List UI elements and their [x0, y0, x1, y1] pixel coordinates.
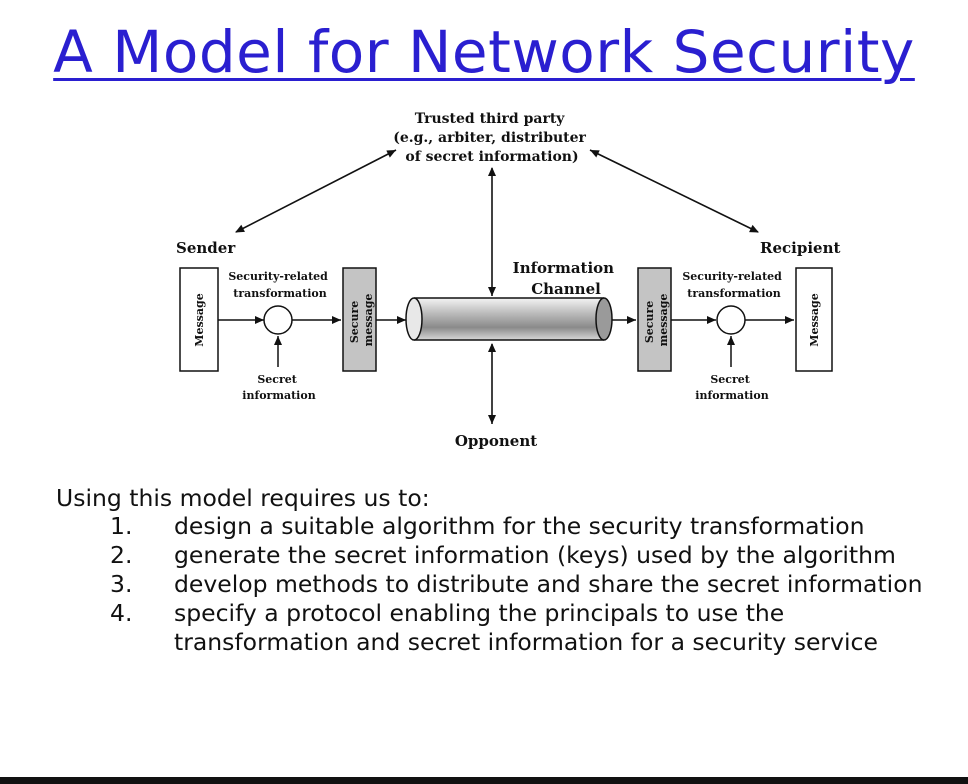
list-item-text: develop methods to distribute and share …: [174, 570, 923, 598]
list-item-number: 1.: [110, 512, 133, 540]
sender-secret-label-2: information: [242, 389, 315, 402]
recipient-transformation-label-2: transformation: [687, 287, 780, 300]
sender-label: Sender: [176, 239, 236, 257]
requirements-list: 1. design a suitable algorithm for the se…: [56, 512, 936, 657]
requirements-section: Using this model requires us to: 1. desig…: [56, 484, 936, 657]
information-channel-label-1: Information: [513, 259, 615, 277]
sender-secure-message-label-1: Secure: [348, 301, 361, 343]
svg-text:Secure message: Secure message: [348, 294, 375, 347]
trusted-party-label-1: Trusted third party: [415, 111, 566, 127]
opponent-label: Opponent: [455, 432, 537, 450]
recipient-transformation-label-1: Security-related: [682, 270, 782, 283]
recipient-secure-message-box: [637, 267, 672, 372]
svg-text:Secret information: Secret information: [695, 373, 768, 402]
recipient-secure-message-label-1: Secure: [643, 301, 656, 343]
recipient-message-box: [795, 267, 833, 372]
svg-text:Secret information: Secret information: [242, 373, 315, 402]
list-item-text: specify a protocol enabling the principa…: [174, 599, 878, 656]
list-item: 4. specify a protocol enabling the princi…: [56, 599, 936, 657]
network-security-model-diagram: Trusted third party (e.g., arbiter, dist…: [176, 111, 840, 450]
sender-transformation-circle: [263, 305, 293, 335]
sender-secure-message-label-2: message: [362, 294, 375, 347]
bottom-border: [0, 777, 968, 784]
list-item: 2. generate the secret information (keys)…: [56, 541, 936, 570]
sender-message-box: [179, 267, 219, 372]
svg-text:Security-related transform: Security-related transformation: [228, 270, 331, 300]
recipient-label: Recipient: [760, 239, 840, 257]
trusted-party-label-3: of secret information): [405, 149, 578, 165]
recipient-message-label: Message: [808, 293, 821, 346]
information-channel-pipe: [405, 297, 613, 341]
svg-text:Information Channel: Information Channel: [513, 259, 620, 298]
recipient-transformation-circle: [716, 305, 746, 335]
sender-trusted-arrow: [235, 149, 397, 233]
recipient-trusted-arrow: [589, 149, 759, 233]
list-item-number: 2.: [110, 541, 133, 569]
list-item-number: 3.: [110, 570, 133, 598]
list-item: 1. design a suitable algorithm for the se…: [56, 512, 936, 541]
sender-secret-label-1: Secret: [257, 373, 297, 386]
information-channel-label-2: Channel: [531, 280, 601, 298]
svg-text:Security-related transform: Security-related transformation: [682, 270, 785, 300]
recipient-secret-label-2: information: [695, 389, 768, 402]
sender-message-label: Message: [193, 293, 206, 346]
recipient-secure-message-label-2: message: [657, 294, 670, 347]
sender-transformation-label-1: Security-related: [228, 270, 328, 283]
trusted-party-label-2: (e.g., arbiter, distributer: [393, 130, 586, 146]
sender-secure-message-box: [342, 267, 377, 372]
list-item: 3. develop methods to distribute and shar…: [56, 570, 936, 599]
svg-text:Secure message: Secure message: [643, 294, 670, 347]
list-item-text: generate the secret information (keys) u…: [174, 541, 896, 569]
slide-title: A Model for Network Security: [53, 18, 915, 86]
sender-transformation-label-2: transformation: [233, 287, 326, 300]
list-item-text: design a suitable algorithm for the secu…: [174, 512, 865, 540]
requirements-intro: Using this model requires us to:: [56, 484, 430, 512]
list-item-number: 4.: [110, 599, 133, 627]
svg-text:Trusted third party (e.g.,: Trusted third party (e.g., arbiter, dist…: [393, 111, 591, 165]
recipient-secret-label-1: Secret: [710, 373, 750, 386]
